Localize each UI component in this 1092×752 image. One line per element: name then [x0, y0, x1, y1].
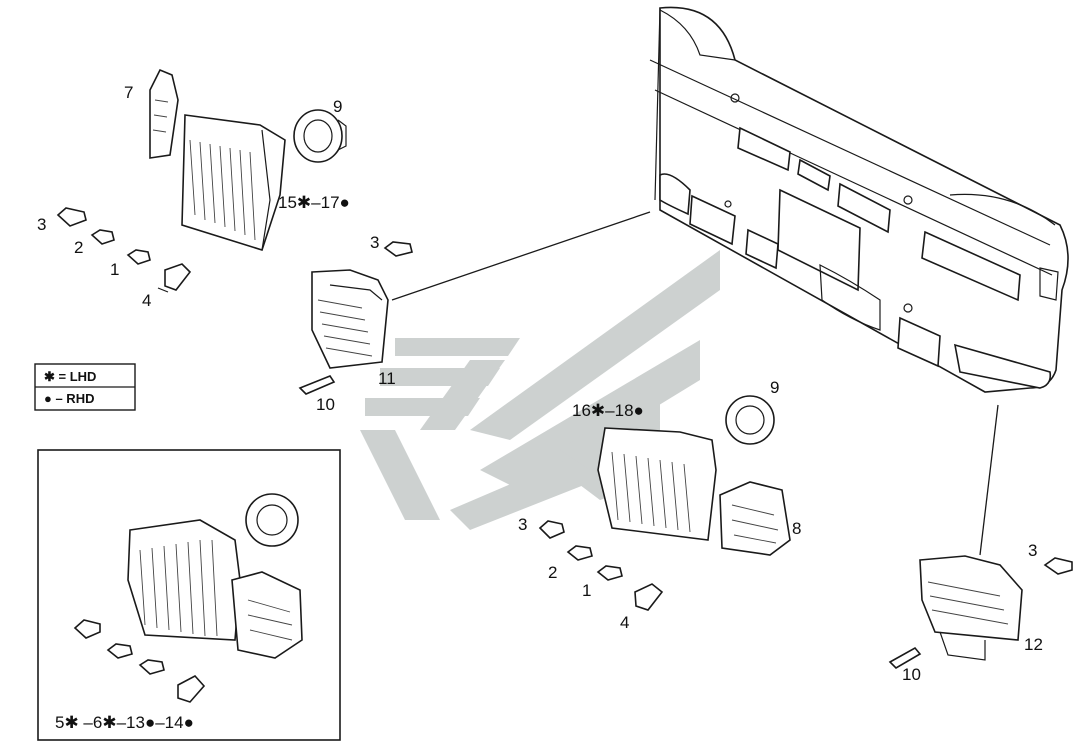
label-part-1-center: 1: [582, 581, 591, 600]
inset-lamp-group: [37, 449, 341, 741]
label-part-2-left: 2: [74, 238, 83, 257]
label-part-15-17: 15✱–17●: [278, 193, 350, 212]
label-part-3-mid: 3: [370, 233, 379, 252]
bulb-set-left: [56, 207, 192, 293]
label-part-4-center: 4: [620, 613, 629, 632]
label-part-10-right: 10: [902, 665, 921, 684]
label-part-7: 7: [124, 83, 133, 102]
label-part-4-left: 4: [142, 291, 151, 310]
label-part-2-center: 2: [548, 563, 557, 582]
legend-box: ✱ = LHD ● – RHD: [34, 363, 136, 411]
label-part-16-18: 16✱–18●: [572, 401, 644, 420]
label-part-5-14: 5✱ –6✱–13●–14●: [55, 713, 194, 732]
bumper-panel: [649, 6, 1069, 393]
label-part-1-left: 1: [110, 260, 119, 279]
label-part-9-mid: 9: [770, 378, 779, 397]
label-part-11: 11: [378, 369, 396, 388]
headlamp-top-left: [149, 68, 347, 251]
side-lamp-12: [888, 555, 1073, 670]
label-part-12: 12: [1024, 635, 1043, 654]
headlamp-center: [538, 395, 791, 611]
legend-lhd: ✱ = LHD: [44, 369, 96, 384]
label-part-3-right: 3: [1028, 541, 1037, 560]
label-part-8: 8: [792, 519, 801, 538]
side-lamp-11: [298, 241, 413, 395]
label-part-3-center: 3: [518, 515, 527, 534]
label-part-10-left: 10: [316, 395, 335, 414]
label-part-3-left: 3: [37, 215, 46, 234]
label-part-9-top: 9: [333, 97, 342, 116]
leader-line: [391, 211, 651, 301]
leader-line: [979, 404, 999, 556]
legend-rhd: ● – RHD: [44, 391, 94, 406]
